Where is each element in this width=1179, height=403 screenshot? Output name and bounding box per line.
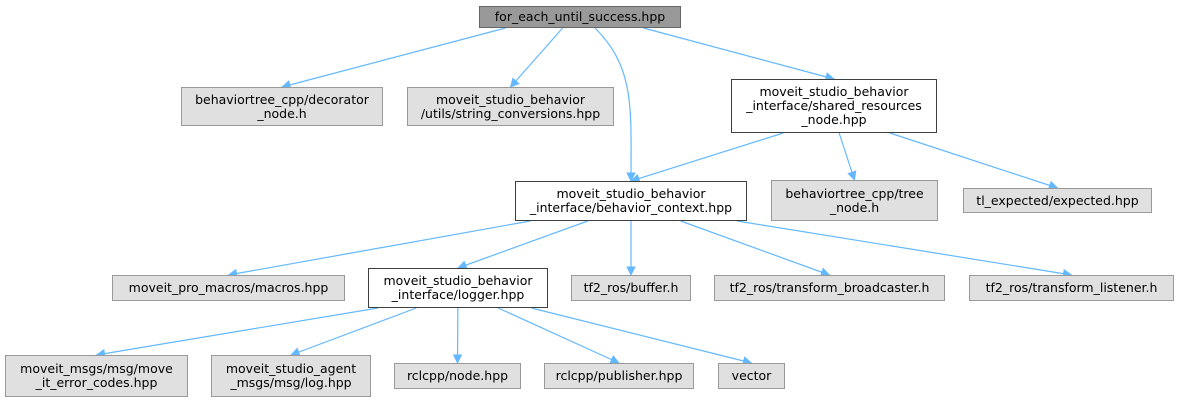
node-label-line: rclcpp/node.hpp [406, 368, 509, 383]
node-label-line: tf2_ros/buffer.h [583, 280, 679, 295]
node-agent-log: moveit_studio_agent_msgs/msg/log.hpp [211, 355, 371, 397]
edge-behavior-ctx-to-logger [457, 220, 588, 270]
node-label-line: rclcpp/publisher.hpp [555, 368, 683, 383]
node-label-line: /utils/string_conversions.hpp [420, 105, 601, 121]
node-macros: moveit_pro_macros/macros.hpp [112, 275, 345, 301]
edge-logger-to-move-it-error [95, 307, 379, 359]
node-label-line: moveit_studio_behavior [556, 186, 706, 201]
edge-behavior-ctx-to-macros [227, 220, 531, 279]
node-label-line: vector [731, 368, 772, 383]
node-shared-res[interactable]: moveit_studio_behavior_interface/shared_… [731, 79, 937, 133]
node-rclcpp-pub: rclcpp/publisher.hpp [544, 363, 694, 389]
node-bt-tree-node: behaviortree_cpp/tree_node.h [771, 180, 938, 221]
node-label-line: _interface/shared_resources [746, 98, 922, 113]
node-label-line: moveit_msgs/msg/move [20, 361, 173, 376]
node-tl-expected: tl_expected/expected.hpp [963, 188, 1152, 213]
node-root: for_each_until_success.hpp [479, 6, 681, 28]
node-label-line: _interface/behavior_context.hpp [529, 200, 733, 215]
edge-behavior-ctx-to-tf2-broadcaster [680, 220, 831, 277]
node-label-line: moveit_pro_macros/macros.hpp [128, 280, 329, 295]
node-label-line: _msgs/msg/log.hpp [230, 375, 352, 390]
node-label-line: _interface/logger.hpp [391, 287, 525, 302]
node-label-line: _node.hpp [801, 112, 867, 127]
edge-root-to-behavior-ctx [594, 27, 636, 182]
node-label-line: _it_error_codes.hpp [35, 375, 158, 390]
node-string-conv: moveit_studio_behavior/utils/string_conv… [407, 87, 614, 126]
edge-shared-res-to-bt-tree-node [838, 132, 857, 181]
node-vector: vector [718, 363, 785, 389]
edge-root-to-shared-res [643, 27, 835, 82]
node-label-line: tf2_ros/transform_listener.h [985, 280, 1158, 295]
node-label-line: for_each_until_success.hpp [494, 9, 666, 24]
edge-logger-to-vector [531, 307, 753, 366]
node-label-line: moveit_studio_behavior [759, 84, 909, 99]
edge-logger-to-rclcpp-pub [498, 307, 620, 364]
node-label-line: tl_expected/expected.hpp [976, 192, 1139, 208]
node-logger[interactable]: moveit_studio_behavior_interface/logger.… [368, 268, 548, 308]
node-label-line: moveit_studio_agent [225, 361, 357, 376]
node-tf2-broadcaster: tf2_ros/transform_broadcaster.h [714, 275, 945, 301]
node-move-it-error: moveit_msgs/msg/move_it_error_codes.hpp [5, 355, 188, 397]
edge-root-to-bt-decorator [281, 27, 506, 90]
node-label-line: tf2_ros/transform_broadcaster.h [729, 280, 930, 295]
node-label-line: moveit_studio_behavior [383, 273, 533, 288]
node-label-line: _node.h [829, 199, 880, 215]
edge-logger-to-agent-log [290, 307, 417, 357]
node-label-line: moveit_studio_behavior [435, 91, 586, 107]
edge-shared-res-to-tl-expected [889, 132, 1059, 190]
node-rclcpp-node: rclcpp/node.hpp [394, 363, 521, 389]
node-bt-decorator: behaviortree_cpp/decorator_node.h [181, 87, 383, 126]
node-label-line: behaviortree_cpp/tree [785, 185, 924, 201]
node-label-line: _node.h [257, 105, 307, 121]
edge-behavior-ctx-to-tf2-listener [736, 220, 1073, 279]
node-tf2-listener: tf2_ros/transform_listener.h [969, 275, 1174, 301]
edge-layer [95, 27, 1073, 366]
edge-shared-res-to-behavior-ctx [630, 132, 784, 183]
node-label-line: behaviortree_cpp/decorator [195, 91, 369, 107]
edge-root-to-string-conv [509, 27, 564, 88]
node-behavior-ctx[interactable]: moveit_studio_behavior_interface/behavio… [515, 181, 747, 221]
node-tf2-buffer: tf2_ros/buffer.h [571, 275, 691, 301]
